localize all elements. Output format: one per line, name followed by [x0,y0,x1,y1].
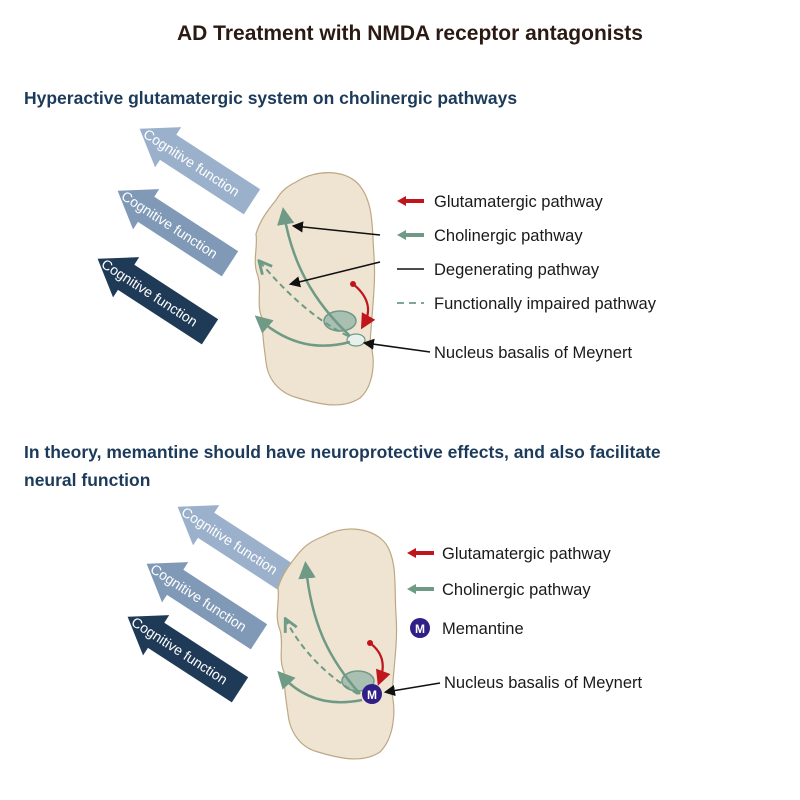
pointer-degenerating-1 [288,261,381,288]
panel2-heading-line2: neural function [24,470,150,490]
impaired-pathway [260,262,349,337]
pointer-nucleus-1 [362,338,431,353]
legend-cholinergic-icon [397,230,424,240]
glutamatergic-pathway-2 [369,642,391,686]
cholinergic-pathway-upper-2 [298,561,361,695]
legend-memantine-icon-letter: M [415,622,425,636]
panel-hyperactive: Hyperactive glutamatergic system on chol… [24,88,657,406]
legend2-cholinergic-icon [407,584,434,594]
panel-memantine: In theory, memantine should have neuropr… [24,442,661,760]
legend-cholinergic-label: Cholinergic pathway [434,227,583,245]
memantine-marker [362,684,382,704]
legend-glutamatergic-label: Glutamatergic pathway [434,193,603,211]
legend-memantine-icon [410,618,430,638]
brain-section-2 [276,528,398,760]
legend-impaired-label: Functionally impaired pathway [434,295,657,313]
legend-degenerating-label: Degenerating pathway [434,261,600,279]
legend2-glutamatergic-icon [407,548,434,558]
legend-glutamatergic-icon [397,196,424,206]
legend-2: Glutamatergic pathway Cholinergic pathwa… [407,545,643,692]
pointer-cholinergic-1 [291,221,381,236]
cholinergic-pathway-lower-2 [277,670,363,704]
panel2-heading-line1: In theory, memantine should have neuropr… [24,442,661,462]
legend2-glutamatergic-label: Glutamatergic pathway [442,545,611,563]
glutamatergic-pathway-1 [352,283,376,330]
legend-memantine-label: Memantine [442,620,524,638]
legend-nucleus-label-2: Nucleus basalis of Meynert [444,674,643,692]
legend2-cholinergic-label: Cholinergic pathway [442,581,591,599]
cholinergic-pathway-upper [277,207,351,337]
dashed-pathway-2 [286,620,359,695]
legend-1: Glutamatergic pathway Cholinergic pathwa… [397,193,657,362]
main-title: AD Treatment with NMDA receptor antagoni… [177,22,643,45]
legend-nucleus-label-1: Nucleus basalis of Meynert [434,344,633,362]
memantine-marker-letter: M [367,688,377,702]
panel1-heading: Hyperactive glutamatergic system on chol… [24,88,517,108]
pointer-nucleus-2 [383,682,441,697]
cholinergic-pathway-lower [254,315,351,347]
brain-section-1 [254,172,376,406]
